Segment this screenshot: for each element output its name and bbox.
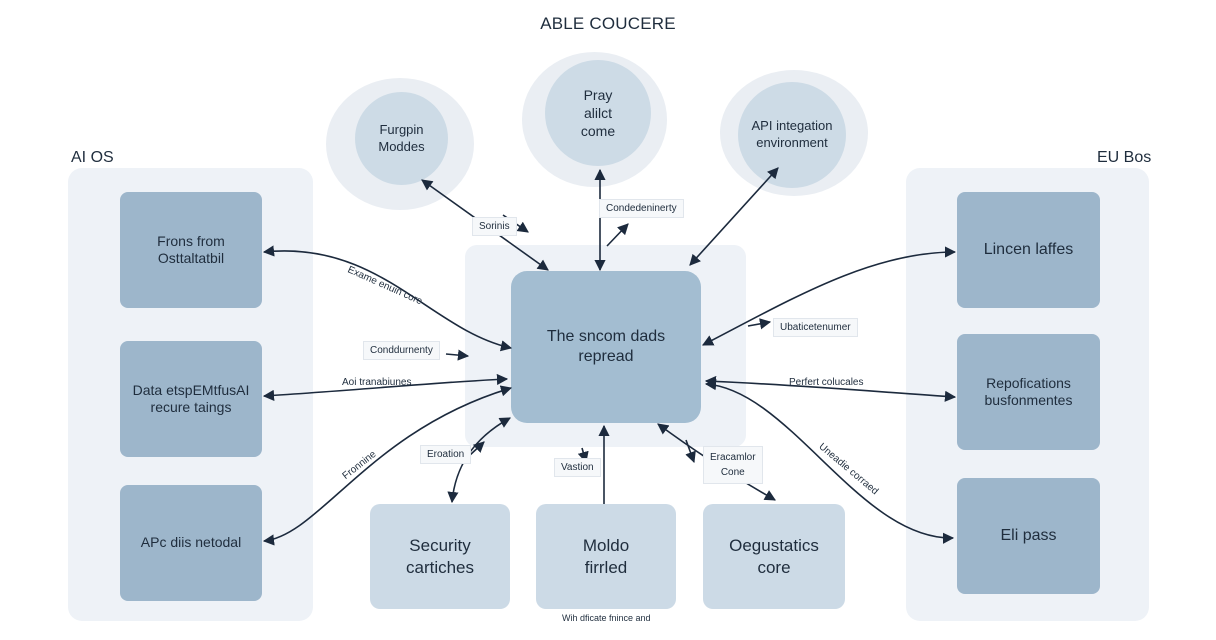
edge-center-right1 bbox=[702, 246, 957, 346]
diagram-title: ABLE COUCERE bbox=[540, 14, 676, 33]
left-group-label: AI OS bbox=[71, 149, 114, 166]
edge-center-right3 bbox=[704, 379, 955, 544]
edge-label: Vastion bbox=[554, 458, 601, 477]
footer-text: Wih dficate fnince and bbox=[562, 613, 651, 623]
center-node: The sncom dads repread bbox=[511, 271, 701, 423]
left-box-2: Data etspEMtfusAI recure taings bbox=[120, 341, 262, 457]
edge-left3-center bbox=[262, 385, 513, 546]
edge-label: Conddurnenty bbox=[363, 341, 440, 360]
edge-left1-center bbox=[262, 245, 513, 352]
right-box-2: Repofications busfonmentes bbox=[957, 334, 1100, 450]
edge-api-center bbox=[689, 167, 779, 266]
edge-label: Sorinis bbox=[472, 217, 517, 236]
left-box-3: APc diis netodal bbox=[120, 485, 262, 601]
edge-label: Perfert colucales bbox=[789, 377, 864, 388]
node-center-core: Pray alilct come bbox=[545, 60, 651, 166]
right-box-1: Lincen laffes bbox=[957, 192, 1100, 308]
bottom-node-moldo: Moldo firrled bbox=[536, 504, 676, 609]
right-group-label: EU Bos bbox=[1097, 149, 1152, 166]
edge-label: Aoi tranabiunes bbox=[342, 377, 412, 388]
edge-label: Ubaticetenumer bbox=[773, 318, 858, 337]
node-plugin-modules: Furgpin Moddes bbox=[355, 92, 448, 185]
edge-label: Condedeninerty bbox=[599, 199, 684, 218]
left-box-1: Frons from Osttaltatbil bbox=[120, 192, 262, 308]
edge-label: Eracamlor Cone bbox=[703, 446, 763, 484]
edge-label: Eroation bbox=[420, 445, 472, 464]
right-box-3: Eli pass bbox=[957, 478, 1100, 594]
